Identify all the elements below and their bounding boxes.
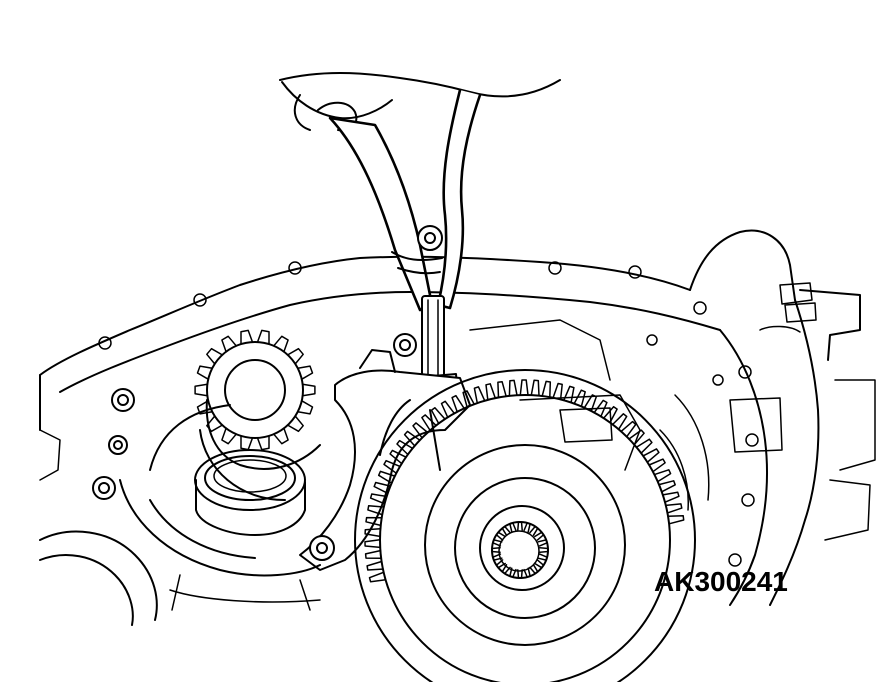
gear-tooth <box>635 438 653 454</box>
gear-tooth <box>517 569 523 579</box>
gear-tooth <box>523 522 531 533</box>
bolt-top <box>393 333 417 357</box>
gear-tooth <box>653 469 672 483</box>
gear-tooth <box>440 400 456 419</box>
gear-tooth <box>396 439 414 456</box>
case-webbing <box>469 319 710 511</box>
gear-tooth <box>240 435 254 451</box>
gear-tooth <box>273 335 289 353</box>
gear-tooth <box>517 521 523 531</box>
left-bearing <box>39 429 158 626</box>
right-housing-detail <box>729 282 876 541</box>
gear-tooth <box>530 379 540 397</box>
gear-tooth <box>366 560 384 571</box>
gear-tooth <box>273 427 289 445</box>
gear-tooth <box>206 347 224 365</box>
flange-bolt-holes <box>98 261 759 567</box>
figure-code: AK300241 <box>654 566 788 597</box>
differential-housing <box>119 404 321 577</box>
bolt-left-mid <box>108 435 128 455</box>
gear-tooth <box>485 383 497 401</box>
gear-tooth <box>256 435 270 451</box>
gear-tooth <box>519 379 529 396</box>
gear-tooth <box>430 407 446 425</box>
gear-tooth <box>369 493 388 505</box>
gear-tooth <box>221 335 237 353</box>
gear-tooth <box>602 405 618 424</box>
gear-tooth <box>221 427 237 445</box>
gear-tooth <box>364 549 382 560</box>
bolt-left-upper <box>111 388 135 412</box>
gear-tooth <box>509 522 517 533</box>
gear-tooth <box>529 525 539 536</box>
gear-tooth <box>383 459 401 474</box>
gear-tooth <box>529 564 539 575</box>
bolt-left-lower <box>92 476 116 500</box>
gear-tooth <box>403 430 421 447</box>
gear-tooth <box>534 559 545 569</box>
gear-tooth <box>389 449 407 465</box>
gear-tooth <box>194 383 209 397</box>
gear-tooth <box>367 504 385 516</box>
gear-tooth <box>658 480 676 493</box>
gear-tooth <box>648 458 666 473</box>
gear-tooth <box>497 380 507 399</box>
gear-tooth <box>373 481 392 495</box>
gear-tooth <box>534 531 545 541</box>
gear-tooth <box>541 380 552 398</box>
gear-tooth <box>523 567 531 578</box>
gear-tooth <box>495 531 506 541</box>
gear-tooth <box>256 329 270 345</box>
gear-tooth <box>495 559 506 569</box>
gear-tooth <box>297 400 314 415</box>
gear-tooth <box>509 567 517 578</box>
drive-pinion-gear <box>194 329 321 501</box>
gear-tooth <box>537 539 548 547</box>
snap-ring-pliers <box>328 88 482 312</box>
gear-tooth <box>286 415 304 433</box>
gear-tooth <box>508 379 518 397</box>
bolt-bottom <box>309 535 335 561</box>
gear-tooth <box>473 386 486 404</box>
gear-tooth <box>501 525 511 536</box>
ring-gear <box>354 369 696 682</box>
gear-tooth <box>539 547 549 553</box>
bolts <box>92 333 417 561</box>
gear-tooth <box>665 503 683 514</box>
gear-tooth <box>368 571 387 583</box>
gear-tooth <box>377 470 396 484</box>
case-flange-outline <box>39 229 820 606</box>
gear-tooth <box>421 414 437 432</box>
gear-tooth <box>364 538 381 549</box>
gear-tooth <box>462 390 475 408</box>
gear-tooth <box>412 422 429 439</box>
gear-tooth <box>628 429 645 446</box>
gear-tooth <box>492 553 503 561</box>
gear-tooth <box>501 564 511 575</box>
gear-tooth <box>365 516 383 527</box>
gear-tooth <box>492 539 503 547</box>
gear-tooth <box>196 365 213 380</box>
case-bottom <box>169 574 321 611</box>
gear-tooth <box>301 383 316 397</box>
gear-tooth <box>620 420 637 438</box>
gear-tooth <box>297 365 314 380</box>
gear-tooth <box>611 413 628 431</box>
gear-tooth <box>491 547 501 553</box>
operator-hand <box>279 72 561 132</box>
gear-tooth <box>364 527 382 538</box>
gear-tooth <box>662 491 680 503</box>
gear-tooth <box>563 385 575 404</box>
gear-tooth <box>286 347 304 365</box>
gear-tooth <box>552 382 563 401</box>
gear-tooth <box>593 399 608 418</box>
gear-tooth <box>642 448 660 463</box>
gear-tooth <box>451 394 465 413</box>
gear-tooth <box>667 515 685 525</box>
gear-tooth <box>537 553 548 561</box>
gear-tooth <box>240 329 254 345</box>
